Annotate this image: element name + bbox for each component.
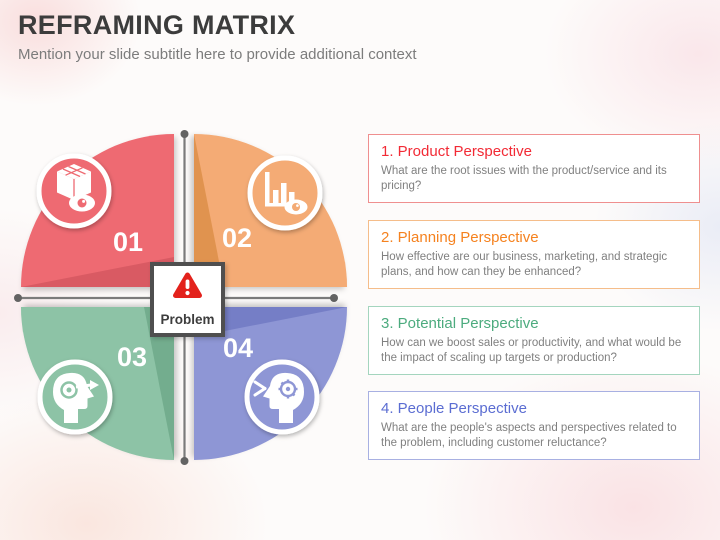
page-title: REFRAMING MATRIX bbox=[18, 10, 296, 40]
quadrant-02-number: 02 bbox=[222, 223, 252, 253]
perspective-card-planning: 2. Planning Perspective How effective ar… bbox=[368, 220, 700, 289]
axis-end-dot bbox=[180, 457, 189, 465]
people-head-gear-icon bbox=[253, 372, 304, 423]
axis-end-dot bbox=[330, 294, 338, 302]
quadrant-02-badge bbox=[247, 155, 323, 231]
perspective-card-potential: 3. Potential Perspective How can we boos… bbox=[368, 306, 700, 375]
quadrant-01-badge bbox=[36, 153, 112, 229]
perspective-card-body: What are the people's aspects and perspe… bbox=[381, 422, 677, 450]
perspective-card-product: 1. Product Perspective What are the root… bbox=[368, 134, 700, 203]
problem-label: Problem bbox=[160, 312, 214, 327]
warning-triangle-icon bbox=[173, 272, 202, 298]
quadrant-04-badge bbox=[244, 359, 320, 435]
axis-end-dot bbox=[14, 294, 22, 302]
product-cube-eye-icon bbox=[57, 164, 95, 212]
perspective-card-title: 4. People Perspective bbox=[381, 400, 527, 417]
problem-center-box: Problem bbox=[150, 262, 225, 337]
perspective-card-body: How effective are our business, marketin… bbox=[381, 251, 668, 279]
perspective-card-title: 1. Product Perspective bbox=[381, 143, 532, 160]
page-subtitle: Mention your slide subtitle here to prov… bbox=[18, 46, 417, 63]
axis-end-dot bbox=[180, 130, 189, 138]
quadrant-03-badge bbox=[37, 359, 113, 435]
perspective-card-title: 2. Planning Perspective bbox=[381, 229, 539, 246]
planning-chart-eye-icon bbox=[265, 172, 308, 215]
reframing-matrix-diagram: 01 02 03 04 bbox=[14, 130, 347, 465]
quadrant-04-number: 04 bbox=[223, 333, 253, 363]
perspective-card-title: 3. Potential Perspective bbox=[381, 315, 539, 332]
perspective-card-body: What are the root issues with the produc… bbox=[381, 165, 667, 193]
potential-head-target-icon bbox=[53, 372, 99, 423]
perspective-card-body: How can we boost sales or productivity, … bbox=[381, 337, 682, 365]
perspective-card-people: 4. People Perspective What are the peopl… bbox=[368, 391, 700, 460]
quadrant-03-number: 03 bbox=[117, 342, 147, 372]
quadrant-01-number: 01 bbox=[113, 227, 143, 257]
